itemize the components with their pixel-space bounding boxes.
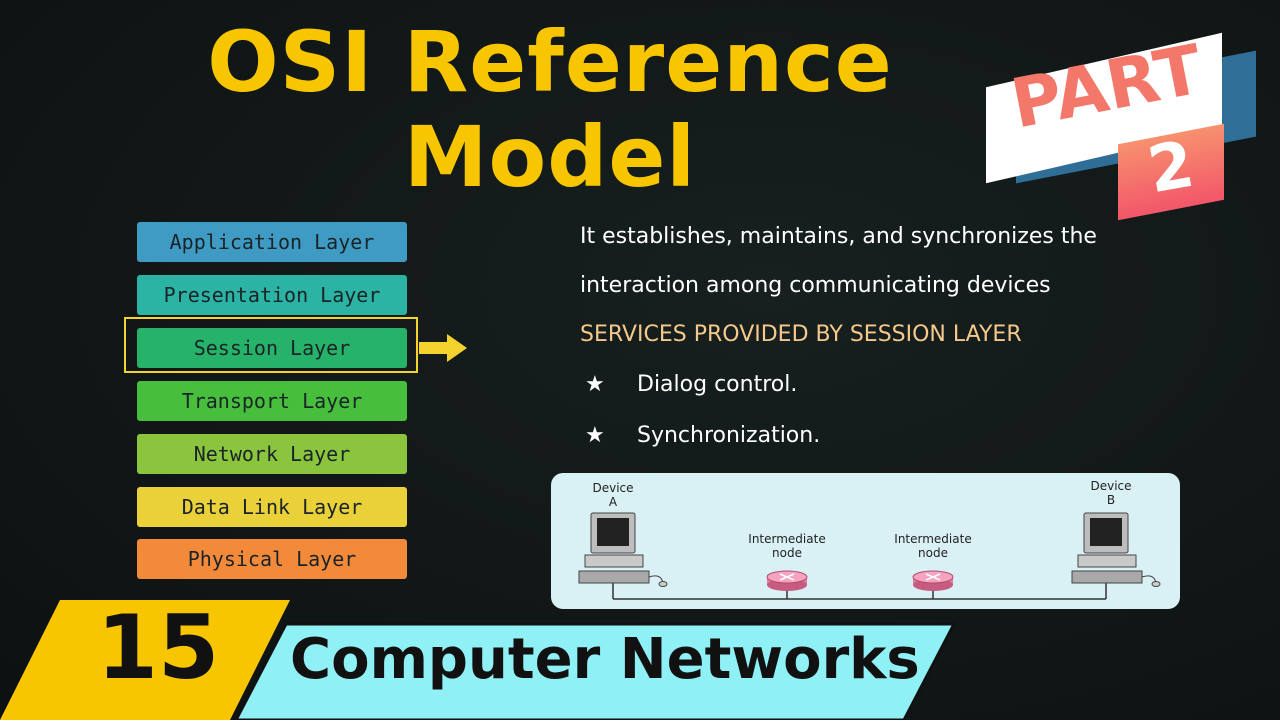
osi-layer-transport: Transport Layer [137, 381, 407, 421]
episode-number: 15 [96, 596, 220, 699]
service-item: ★ Dialog control. [585, 374, 797, 396]
title-line-1: OSI Reference [207, 13, 893, 111]
device-b-label: Device B [1081, 479, 1141, 508]
node-2-label-line2: node [918, 545, 948, 560]
osi-layer-physical: Physical Layer [137, 539, 407, 579]
device-b-label-line1: Device [1090, 479, 1132, 493]
device-a-label: Device A [583, 481, 643, 510]
osi-layer-presentation: Presentation Layer [137, 275, 407, 315]
osi-layer-network: Network Layer [137, 434, 407, 474]
intermediate-node-2-label: Intermediate node [883, 532, 983, 561]
computer-icon [578, 512, 668, 587]
intermediate-node-1-label: Intermediate node [737, 532, 837, 561]
star-icon: ★ [585, 372, 605, 397]
network-diagram: Device A Device B Intermediate node Inte… [551, 473, 1180, 609]
router-icon [912, 570, 954, 591]
course-title-strip [234, 622, 957, 720]
device-a-label-line1: Device [592, 481, 634, 495]
description-line-1: It establishes, maintains, and synchroni… [580, 224, 1097, 249]
device-b-label-line2: B [1106, 492, 1116, 507]
session-layer-highlight [124, 317, 418, 373]
service-text: Dialog control. [637, 372, 798, 397]
service-item: ★ Synchronization. [585, 425, 820, 447]
title-line-2: Model [403, 108, 697, 206]
computer-icon [1071, 512, 1161, 587]
node-1-label-line2: node [772, 545, 802, 560]
episode-number-strip [0, 600, 290, 720]
osi-layer-data-link: Data Link Layer [137, 487, 407, 527]
node-2-label-line1: Intermediate [894, 532, 972, 546]
device-a-label-line2: A [608, 494, 618, 509]
description-line-2: interaction among communicating devices [580, 273, 1051, 298]
router-icon [766, 570, 808, 591]
osi-layer-application: Application Layer [137, 222, 407, 262]
course-title: Computer Networks [290, 627, 920, 692]
osi-layer-session: Session Layer [137, 328, 407, 368]
node-1-label-line1: Intermediate [748, 532, 826, 546]
arrow-right-icon [419, 334, 467, 362]
network-diagram-drawing [578, 512, 1161, 600]
star-icon: ★ [585, 423, 605, 448]
service-text: Synchronization. [637, 423, 821, 448]
services-heading: SERVICES PROVIDED BY SESSION LAYER [580, 322, 1022, 347]
